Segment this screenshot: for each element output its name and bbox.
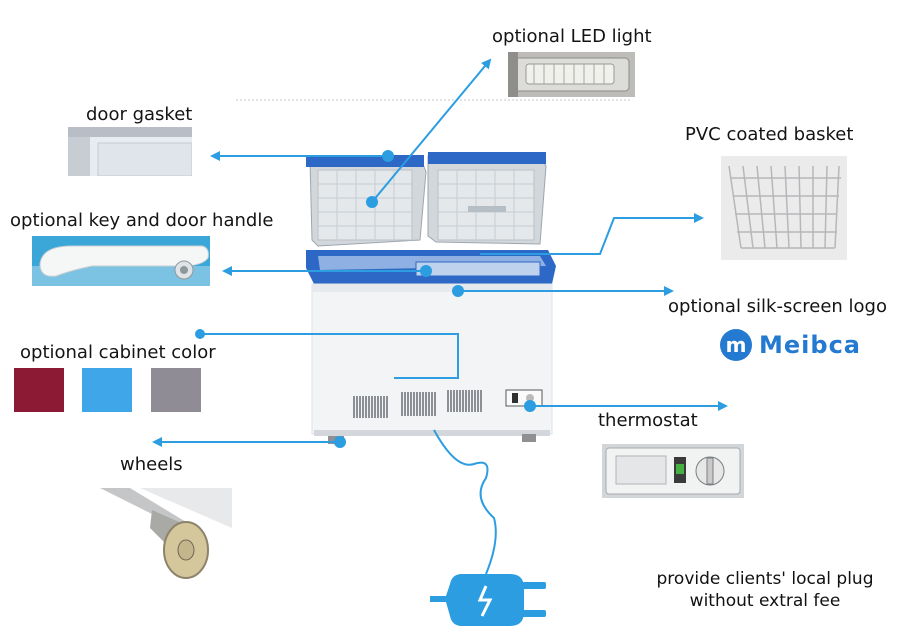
swatch-grey	[151, 368, 201, 412]
logo-mark: m	[720, 329, 752, 361]
label-pvc-basket: PVC coated basket	[685, 124, 854, 145]
wheel-photo	[100, 488, 232, 583]
swatch-burgundy	[14, 368, 64, 412]
plug-note-line1: provide clients' local plug	[656, 569, 874, 589]
label-thermostat: thermostat	[598, 410, 698, 431]
swatch-sky-blue	[82, 368, 132, 412]
label-door-gasket: door gasket	[86, 104, 193, 125]
label-key-handle: optional key and door handle	[10, 210, 274, 231]
pvc-basket-photo	[721, 156, 847, 260]
label-cabinet-color: optional cabinet color	[20, 342, 216, 363]
plug-note-line2: without extral fee	[689, 591, 841, 611]
door-gasket-photo	[68, 127, 192, 176]
plug-note: provide clients' local plug without extr…	[645, 568, 885, 612]
label-silk-logo: optional silk-screen logo	[668, 296, 887, 317]
logo-text: Meibca	[759, 331, 861, 359]
label-led-light: optional LED light	[492, 26, 652, 47]
door-handle-photo	[32, 236, 210, 286]
label-wheels: wheels	[120, 454, 183, 475]
thermostat-photo	[602, 444, 744, 498]
led-light-photo	[508, 52, 635, 97]
meibca-logo: m Meibca	[720, 328, 861, 362]
plug-icon	[430, 574, 546, 626]
freezer-illustration	[306, 152, 556, 444]
